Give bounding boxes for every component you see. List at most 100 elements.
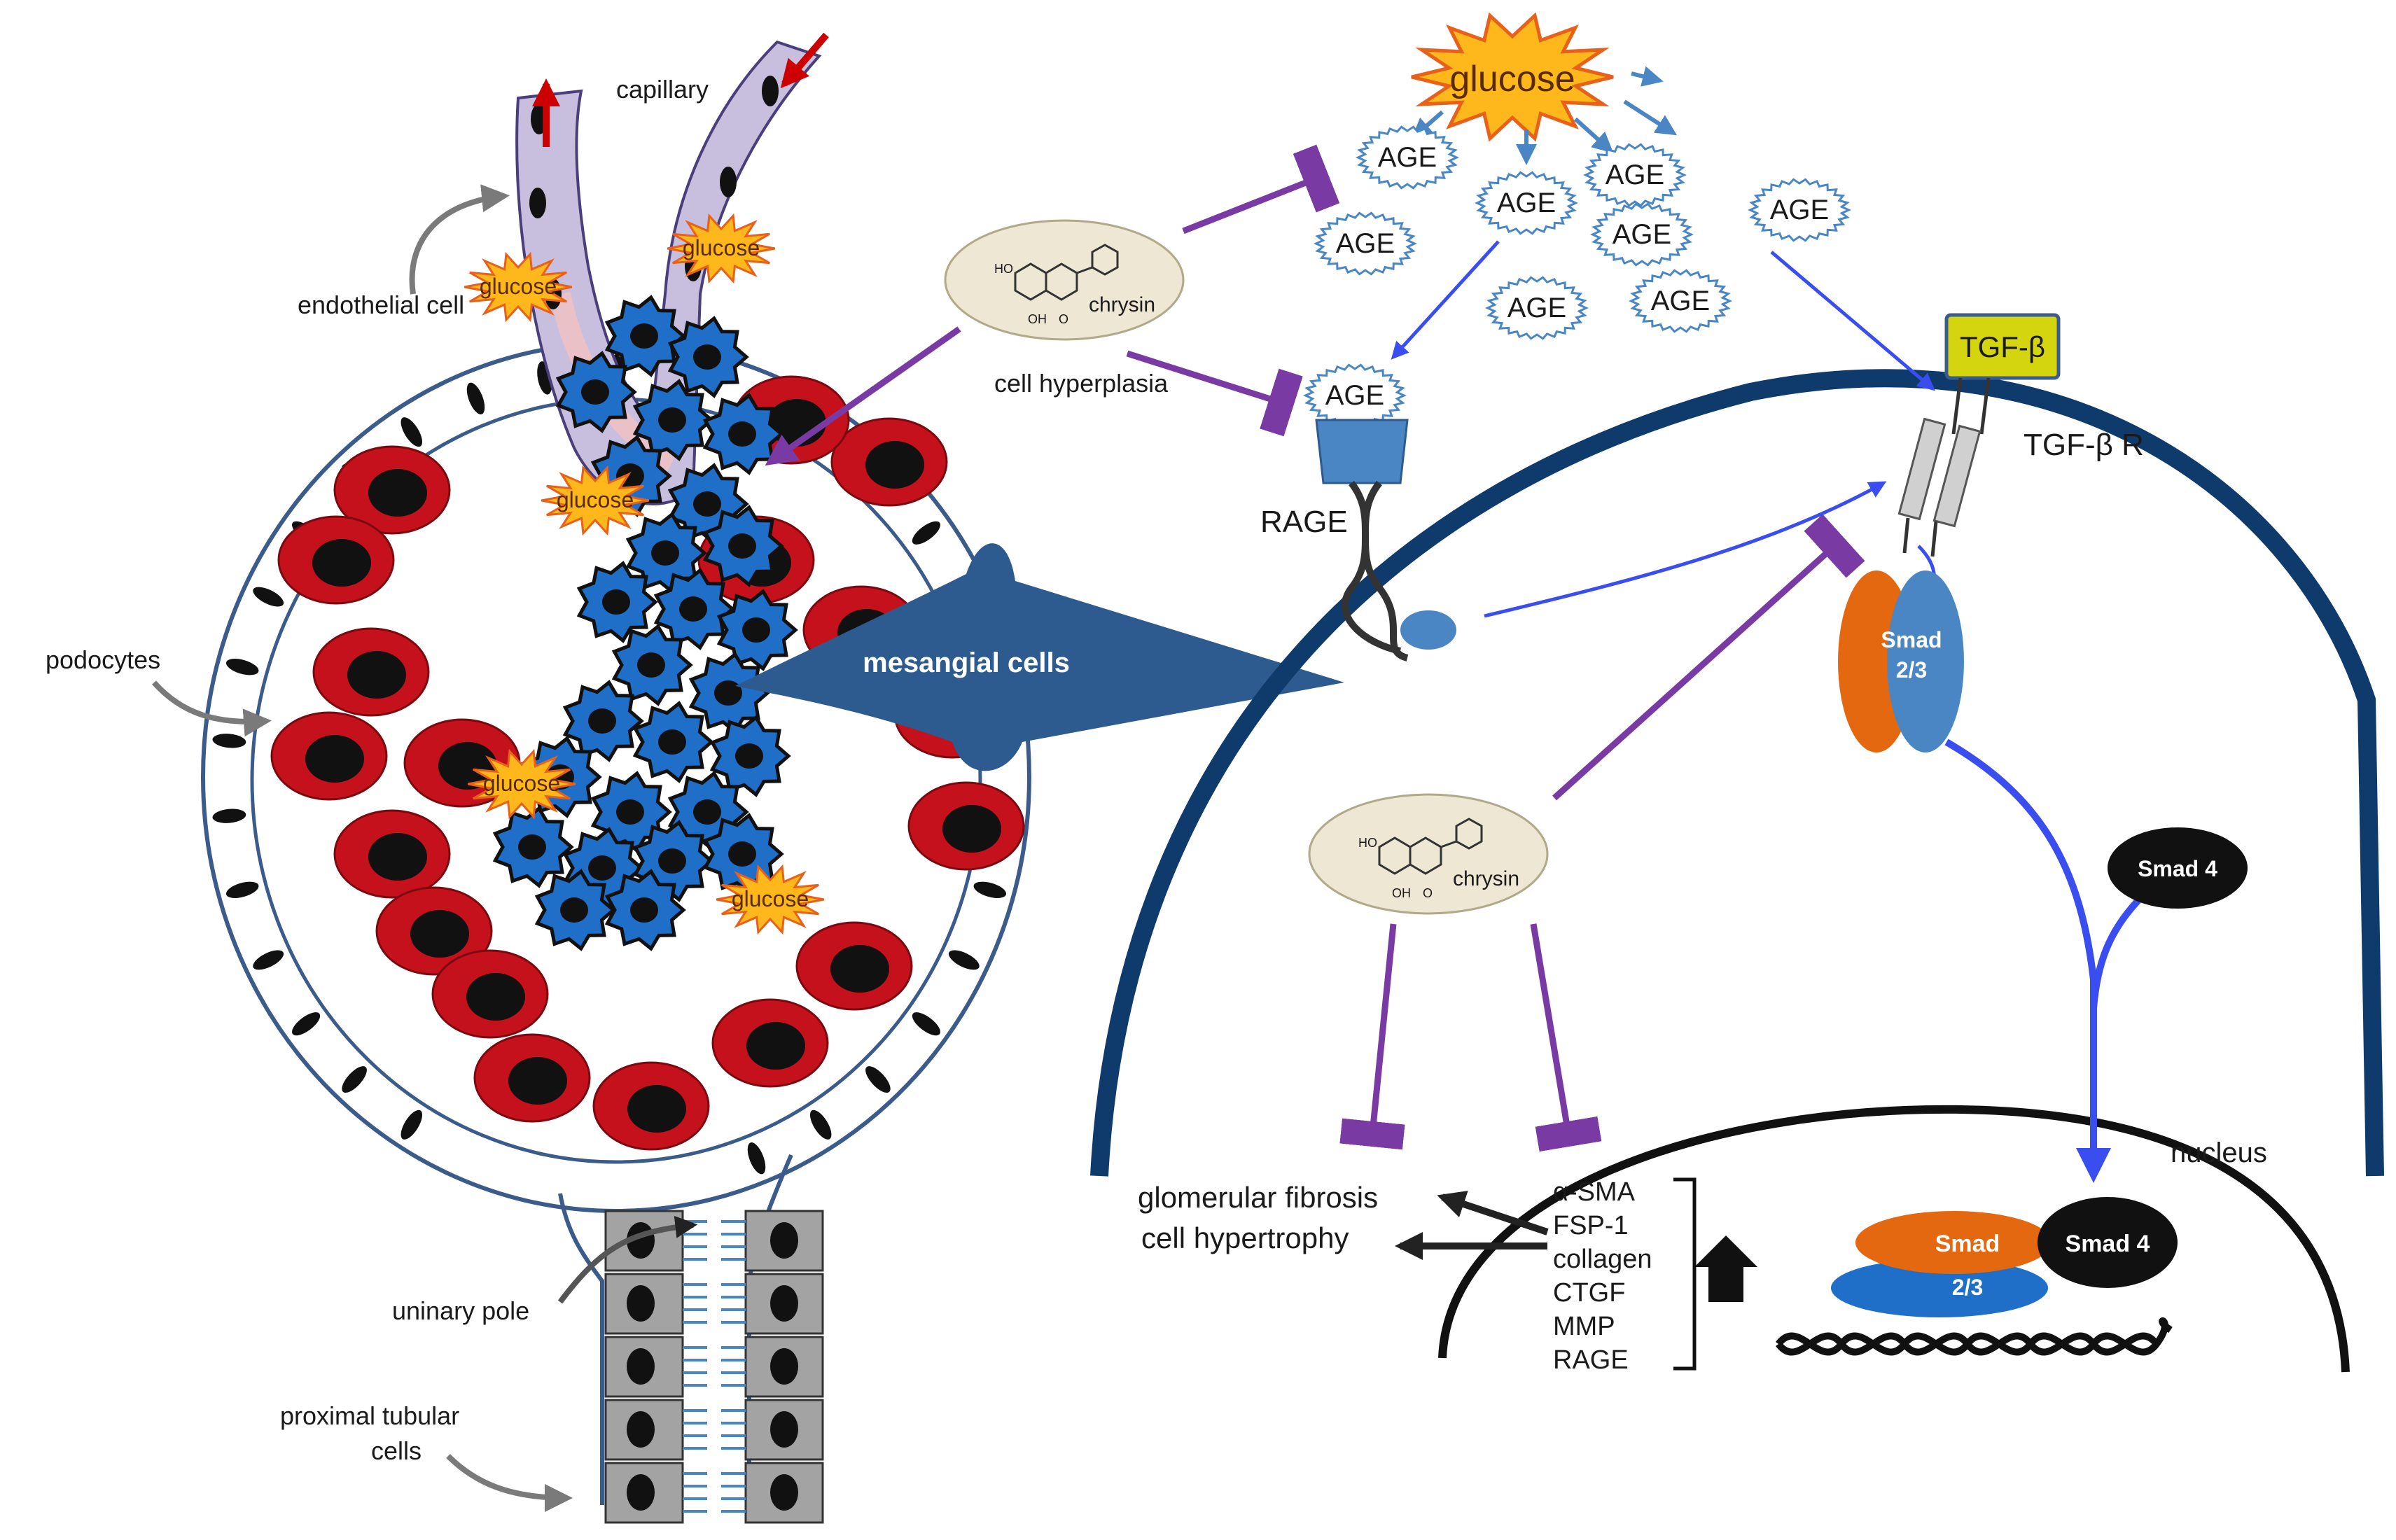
chrysin-label-top: chrysin: [1089, 293, 1155, 316]
podocyte: [711, 998, 829, 1088]
smad23-label-a: Smad: [1881, 627, 1942, 652]
smad4-cytoplasm: Smad 4: [2108, 827, 2248, 909]
mesangial-cell: [555, 351, 637, 433]
glucose-marker-label: glucose: [732, 886, 809, 911]
age-molecule: AGE: [1748, 178, 1851, 242]
rage-label: RAGE: [1260, 505, 1348, 539]
capsule-cell-nucleus: [225, 881, 259, 898]
glucose-marker-label: glucose: [557, 487, 634, 512]
mesangial-cell: [702, 505, 784, 587]
podocytes-pointer-arrow: [152, 680, 272, 737]
age-molecule: AGE: [1629, 269, 1732, 333]
mesangial-cell: [632, 701, 714, 783]
urinary-pole-wall-left: [558, 1193, 604, 1505]
podocyte: [333, 809, 451, 899]
gene-bracket: [1673, 1177, 1697, 1371]
capsule-cell-nucleus: [912, 521, 940, 545]
age-molecule: AGE: [1475, 171, 1578, 235]
mesangial-cell: [492, 806, 574, 888]
age-label: AGE: [1770, 195, 1829, 225]
capsule-cell-nucleus: [253, 587, 284, 607]
glucose-marker: glucose: [464, 251, 573, 323]
proximal-tubular-label-line1: proximal tubular: [280, 1401, 459, 1430]
capsule-cell-nucleus: [747, 1142, 766, 1175]
glomerulus: glucose glucose glucose glucose glucose: [201, 32, 1031, 1524]
gene-item: collagen: [1553, 1245, 1652, 1274]
mesangial-cell: [716, 589, 798, 671]
chrysin-molecule-bottom: HO OH O chrysin: [1308, 793, 1549, 915]
tubule-nucleus: [627, 1411, 655, 1448]
age-molecule: AGE: [1314, 211, 1417, 276]
cell-hyperplasia-label: cell hyperplasia: [994, 369, 1169, 398]
age-molecule: AGE: [1583, 143, 1687, 207]
mesangial-cell: [562, 680, 644, 762]
podocyte: [907, 781, 1025, 871]
podocyte: [375, 886, 493, 976]
age-label: AGE: [1651, 286, 1710, 316]
tubule-nucleus: [627, 1348, 655, 1385]
tubule-cell-right: [744, 1399, 824, 1461]
dna-strand-a: [1776, 1317, 2173, 1356]
upregulation-arrow: [1694, 1236, 1757, 1302]
gene-item: RAGE: [1553, 1345, 1629, 1375]
tgfb-label: TGF-β: [1960, 330, 2045, 363]
gene-item: FSP-1: [1553, 1211, 1629, 1240]
chrysin-ho-label-bottom: HO: [1358, 836, 1377, 850]
proximal-tubular-label-line2: cells: [371, 1436, 422, 1465]
dna-strand-b: [1776, 1332, 2159, 1356]
urinary-pole-label: uninary pole: [392, 1296, 529, 1325]
age-label: AGE: [1378, 142, 1437, 173]
mesangial-cell: [702, 393, 784, 475]
smad23-label-b: 2/3: [1896, 657, 1927, 682]
age-label: AGE: [1336, 228, 1395, 259]
rage-receptor: [1315, 419, 1456, 662]
glucose-marker: glucose: [467, 748, 576, 820]
smad23-nuclear-label-b: 2/3: [1952, 1275, 1983, 1300]
cell-membrane: [1090, 369, 2384, 1177]
glucose-marker: glucose: [716, 864, 825, 935]
chrysin-o-label-bottom: O: [1423, 886, 1433, 900]
capsule-cell-nucleus: [225, 659, 259, 676]
age-molecule: AGE: [1303, 363, 1407, 428]
chrysin-label-bottom: chrysin: [1453, 867, 1519, 890]
mesangial-cell: [709, 715, 791, 797]
capsule-cell-nucleus: [466, 382, 485, 414]
mesangial-cell: [611, 624, 693, 706]
blood-flow-in-arrow: [780, 32, 829, 89]
tubule-nucleus: [770, 1411, 798, 1448]
inhibition-lines: [765, 144, 1865, 1152]
glucose-starburst: glucose: [1411, 12, 1614, 142]
mesangial-cell: [653, 568, 735, 650]
podocyte: [592, 1061, 710, 1151]
podocyte: [830, 417, 948, 507]
glucose-marker: glucose: [541, 465, 650, 536]
capillary-label: capillary: [616, 75, 709, 104]
age-molecule: AGE: [1590, 202, 1694, 267]
capsule-cell-nucleus: [401, 417, 423, 447]
mesangial-cell: [576, 561, 658, 643]
smad4-join-line: [2090, 893, 2145, 1009]
hypertrophy-label: cell hypertrophy: [1141, 1222, 1349, 1254]
smad4-nuclear-label: Smad 4: [2066, 1231, 2150, 1257]
capsule-cell-nucleus: [809, 1110, 832, 1140]
glucose-marker-label: glucose: [683, 235, 760, 260]
outcome-arrow-fibrosis: [1437, 1191, 1549, 1236]
mesangial-cell: [604, 869, 686, 951]
mesangial-cell: [632, 379, 714, 461]
age-label: AGE: [1497, 188, 1556, 218]
tubule-nucleus: [770, 1222, 798, 1259]
tubule-nucleus: [770, 1348, 798, 1385]
endothelial-pointer-arrow: [409, 184, 510, 295]
tgfb-receptor: TGF-β: [1897, 313, 2061, 557]
glucose-label-main: glucose: [1449, 59, 1575, 99]
capsule-cell-nucleus: [212, 808, 246, 823]
mesangial-cell: [688, 652, 770, 734]
chrysin-molecule-top: HO OH O chrysin: [944, 219, 1185, 341]
capsule-cell-nucleus: [212, 734, 246, 748]
age-molecule: AGE: [1356, 125, 1459, 190]
capsule-cell-nucleus: [973, 881, 1007, 898]
tgfb-receptor-label: TGF-β R: [2024, 428, 2144, 462]
